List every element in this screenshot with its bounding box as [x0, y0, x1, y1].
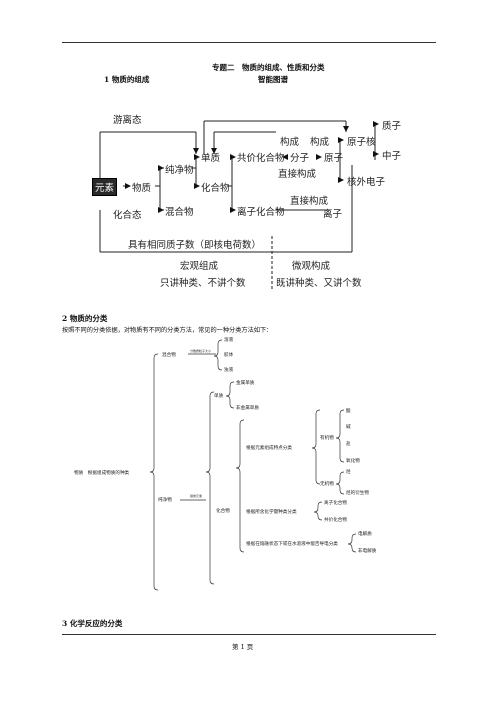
tree-pure-note: 组成元素: [190, 494, 203, 498]
tree-oxide: 氧化物: [346, 459, 360, 464]
composition-label-1: 构成: [280, 137, 300, 148]
page-title: 专题二 物质的组成、性质和分类: [212, 63, 325, 72]
micro-composition-note: 既讲种类、又讲个数: [276, 278, 362, 289]
macro-composition-note: 只讲种类、不讲个数: [160, 278, 246, 289]
tree-by-bond: 根据所含化学键种类分类: [246, 510, 297, 515]
tree-ionic-compound: 离子化合物: [324, 501, 347, 506]
tree-nonmetal: 非金属单质: [236, 406, 259, 411]
tree-suspension: 浊液: [224, 368, 234, 373]
tree-acid: 酸: [346, 409, 351, 414]
pure-substance-label: 纯净物: [165, 165, 194, 176]
atom-label: 原子: [324, 153, 344, 164]
element-box: 元素: [92, 178, 118, 196]
tree-metal: 金属单质: [236, 381, 255, 386]
header-rule: [62, 42, 436, 43]
direct-composition-label-1: 直接构成: [278, 169, 317, 180]
tree-solution: 溶液: [224, 338, 234, 343]
footer-rule: [62, 634, 436, 635]
tree-by-element: 根据元素组成特点分类: [246, 446, 292, 451]
nucleus-label: 原子核: [347, 137, 376, 148]
covalent-compound-label: 共价化合物: [237, 153, 285, 164]
tree-pure: 纯净物: [158, 498, 172, 503]
tree-simple-substance: 单质: [214, 394, 224, 399]
tree-base: 碱: [346, 425, 351, 430]
tree-by-conductivity: 根据在熔融状态下或在水溶液中能否导电分类: [246, 542, 338, 547]
tree-electrolyte: 电解质: [358, 532, 372, 537]
ion-label: 离子: [323, 209, 343, 220]
tree-compound: 化合物: [216, 509, 230, 514]
section-heading-composition: 1 物质的组成: [104, 75, 150, 84]
tree-hydrocarbon-derivative: 烃的衍生物: [346, 491, 369, 496]
substance-label: 物质: [132, 183, 152, 194]
page-subtitle: 智能图谱: [258, 75, 288, 84]
section-heading-reaction: 3 化学反应的分类: [62, 619, 123, 628]
electron-label: 核外电子: [347, 177, 386, 188]
macro-composition-label: 宏观组成: [180, 261, 219, 272]
tree-covalent-compound: 共价化合物: [324, 518, 347, 523]
molecule-label: 分子: [290, 153, 310, 164]
tree-colloid: 胶体: [224, 353, 234, 358]
simple-substance-label: 单质: [201, 153, 221, 164]
tree-nonelectrolyte: 非电解质: [358, 549, 377, 554]
direct-composition-label-2: 直接构成: [290, 196, 329, 207]
mixture-label: 混合物: [165, 207, 194, 218]
compound-label: 化合物: [201, 183, 230, 194]
tree-organic: 有机物: [320, 436, 334, 441]
tree-mixture-note: 分散质粒子大小: [190, 349, 212, 353]
tree-hydrocarbon: 烃: [346, 470, 351, 475]
page-number: 第 1 页: [232, 643, 254, 651]
micro-composition-label: 微观构成: [292, 261, 331, 272]
ionic-compound-label: 离子化合物: [237, 207, 285, 218]
classification-intro: 按照不同的分类依据，对物质有不同的分类方法，常见的一种分类方法如下：: [62, 327, 273, 334]
tree-mixture: 混合物: [162, 353, 176, 358]
tree-inorganic: 无机物: [320, 482, 334, 487]
section-heading-classification: 2 物质的分类: [62, 314, 108, 323]
tree-salt: 盐: [346, 442, 351, 447]
same-proton-label: 具有相同质子数（即核电荷数）: [128, 240, 262, 251]
proton-label: 质子: [382, 121, 402, 132]
composition-label-2: 构成: [310, 137, 330, 148]
free-state-label: 游离态: [113, 115, 142, 126]
tree-root: 物质 根据组成物质的种类: [74, 471, 130, 476]
combined-state-label: 化合态: [113, 210, 142, 221]
neutron-label: 中子: [382, 151, 402, 162]
